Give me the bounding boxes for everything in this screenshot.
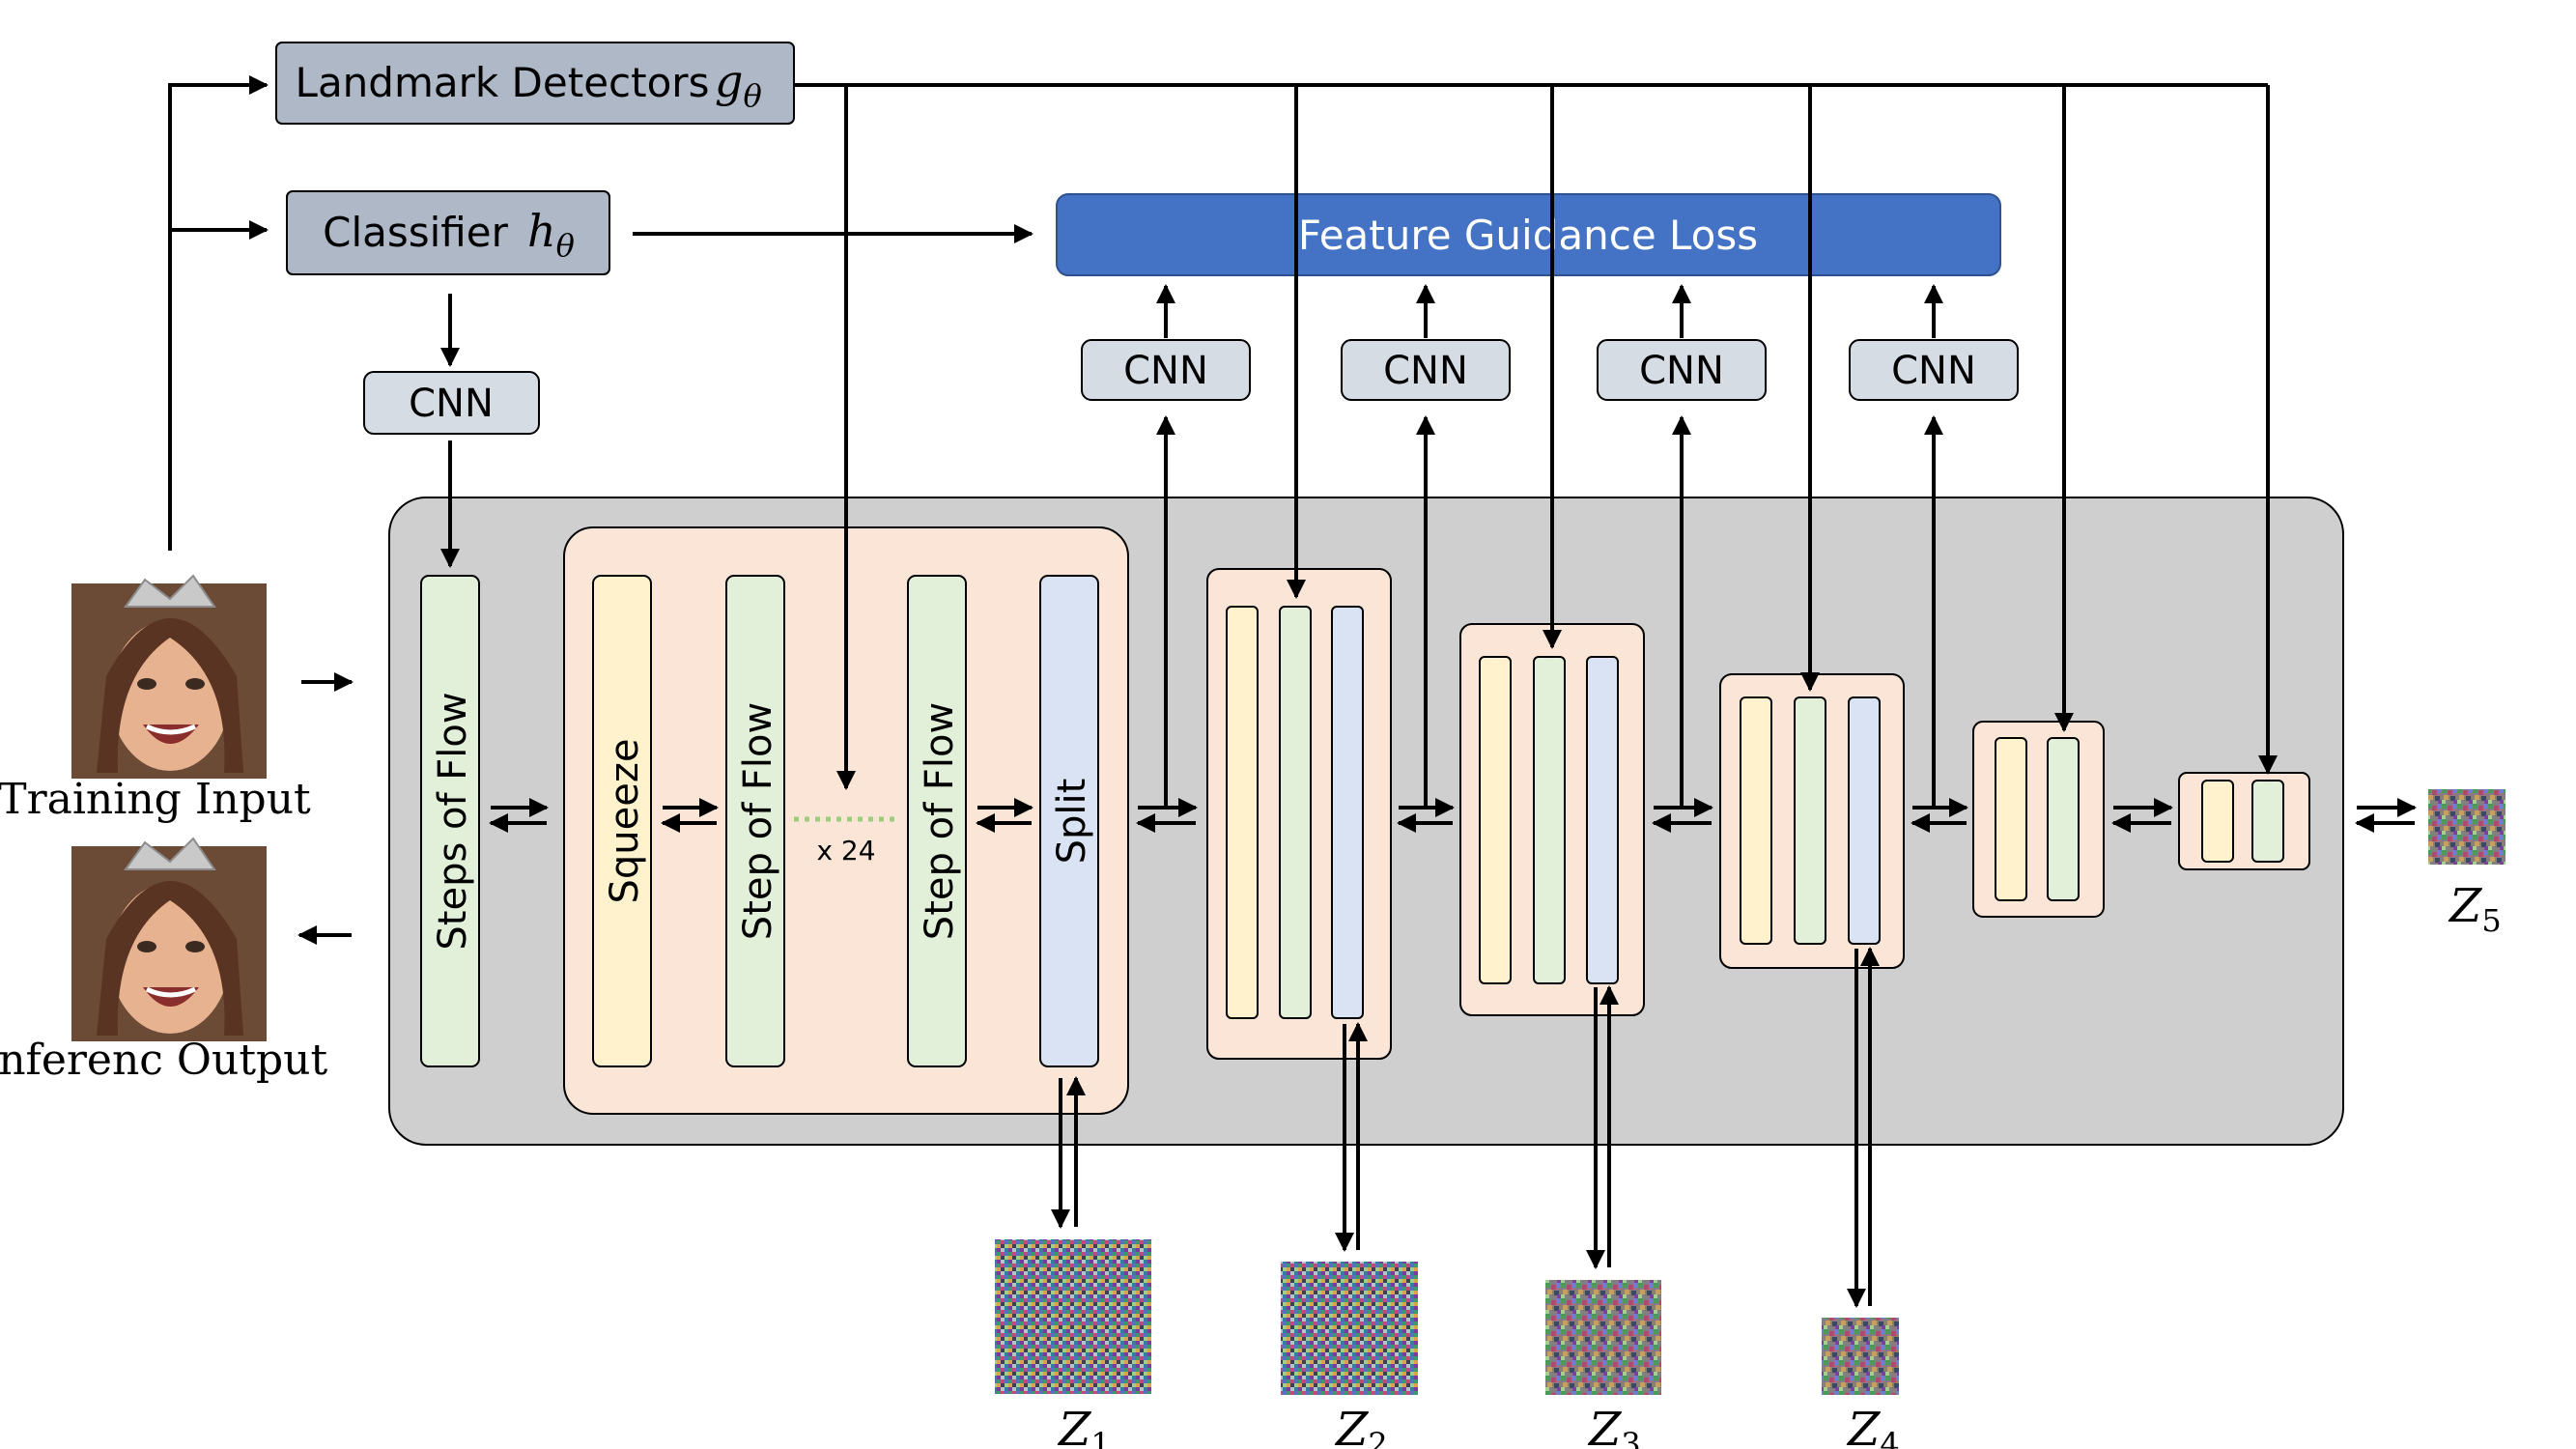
training-input-face-image <box>71 574 267 779</box>
latent-noise-z1 <box>995 1239 1151 1394</box>
flow-level-6-block <box>2178 772 2310 870</box>
training-input-label: Training Input <box>0 775 311 824</box>
squeeze-label: Squeeze <box>603 739 647 904</box>
connector-lines <box>168 75 2417 1308</box>
split-block: Split <box>1039 575 1099 1067</box>
svg-text:Z3: Z3 <box>1587 1403 1641 1449</box>
squeeze-block: Squeeze <box>592 575 652 1067</box>
inference-output-label: Inferenc Output <box>0 1036 327 1085</box>
steps-of-flow-label: Steps of Flow <box>431 692 475 950</box>
step-of-flow-block-first: Step of Flow <box>725 575 785 1067</box>
latent-subscript-1: 1 <box>1090 1426 1110 1449</box>
cnn-label: CNN <box>1639 349 1724 393</box>
latent-subscript-2: 2 <box>1368 1426 1387 1449</box>
latent-noise-z4 <box>1822 1318 1899 1395</box>
cnn-label: CNN <box>409 382 494 426</box>
latent-noise-z5 <box>2428 789 2505 865</box>
classifier-label: Classifier <box>323 209 508 256</box>
latent-symbol: Z <box>1057 1403 1092 1449</box>
cnn-box-1: CNN <box>1081 339 1251 401</box>
cnn-label: CNN <box>1383 349 1468 393</box>
cnn-label: CNN <box>1891 349 1976 393</box>
split-label: Split <box>1050 779 1094 865</box>
cnn-label: CNN <box>1123 349 1208 393</box>
latent-symbol: Z <box>2448 879 2483 933</box>
step-of-flow-label: Step of Flow <box>736 702 780 940</box>
latent-subscript-5: 5 <box>2481 902 2501 939</box>
flow-level-5-block <box>1972 721 2105 918</box>
latent-subscript-4: 4 <box>1880 1426 1899 1449</box>
svg-text:Classifier: Classifier <box>323 209 508 256</box>
flow-level-4-block <box>1719 673 1905 969</box>
landmark-symbol: g <box>715 55 743 107</box>
latent-symbol: Z <box>1846 1403 1882 1449</box>
feature-guidance-loss-box: Feature Guidance Loss <box>1056 193 2001 276</box>
steps-of-flow-block: Steps of Flow <box>420 575 480 1067</box>
repeat-count-label: x 24 <box>816 835 875 867</box>
svg-text:gθ: gθ <box>715 55 762 114</box>
inference-output-face-image <box>71 837 267 1041</box>
step-of-flow-block-last: Step of Flow <box>907 575 967 1067</box>
classifier-box: Classifier hθ <box>286 190 610 275</box>
landmark-detectors-box: Landmark Detectors gθ <box>275 42 795 125</box>
latent-symbol: Z <box>1334 1403 1370 1449</box>
latent-symbol: Z <box>1587 1403 1623 1449</box>
latent-subscript-3: 3 <box>1621 1426 1640 1449</box>
svg-text:Z4: Z4 <box>1846 1403 1900 1449</box>
landmark-subscript: θ <box>743 77 761 114</box>
svg-text:Z5: Z5 <box>2448 879 2502 939</box>
cnn-box-2: CNN <box>1341 339 1511 401</box>
latent-noise-z3 <box>1545 1280 1661 1395</box>
cnn-box-3: CNN <box>1597 339 1767 401</box>
latent-noise-z2 <box>1281 1262 1418 1395</box>
classifier-subscript: θ <box>556 227 575 264</box>
step-of-flow-label: Step of Flow <box>918 702 962 940</box>
cnn-box-4: CNN <box>1849 339 2019 401</box>
loss-label: Feature Guidance Loss <box>1298 212 1758 259</box>
svg-text:hθ: hθ <box>527 205 575 264</box>
classifier-symbol: h <box>527 205 556 257</box>
svg-text:Z2: Z2 <box>1334 1403 1388 1449</box>
landmark-label: Landmark Detectors <box>296 59 710 106</box>
cnn-box-input: CNN <box>363 371 540 435</box>
svg-text:Landmark Detectors: Landmark Detectors <box>296 59 710 106</box>
flow-level-3-block <box>1459 623 1645 1016</box>
svg-text:Z1: Z1 <box>1057 1403 1111 1449</box>
flow-level-2-block <box>1206 568 1392 1060</box>
